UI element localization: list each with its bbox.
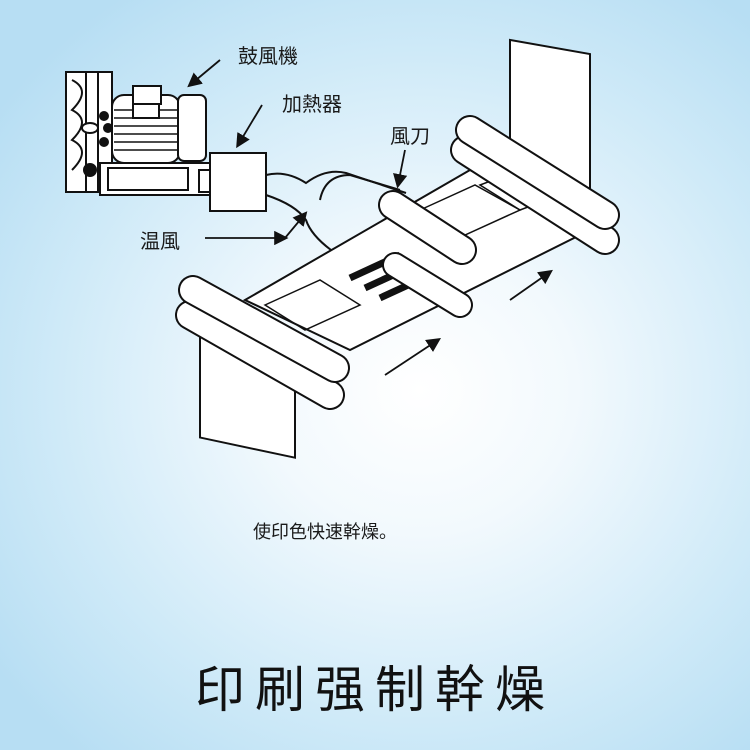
roller	[382, 252, 473, 318]
label-warm-air: 温風	[140, 229, 180, 253]
heater-box	[209, 152, 267, 212]
roller	[178, 275, 350, 383]
roller	[455, 115, 620, 230]
roller	[175, 300, 345, 410]
caption: 使印色快速幹燥。	[253, 522, 397, 543]
roller	[450, 135, 620, 255]
label-blower: 鼓風機	[238, 44, 298, 68]
label-air-knife: 風刀	[390, 124, 430, 148]
arrows	[187, 59, 553, 376]
label-heater: 加熱器	[282, 92, 342, 116]
page-title: 印刷强制幹燥	[195, 661, 555, 719]
air-knife-roller	[378, 190, 477, 265]
rollers	[175, 115, 620, 410]
blower-motor	[65, 71, 212, 196]
